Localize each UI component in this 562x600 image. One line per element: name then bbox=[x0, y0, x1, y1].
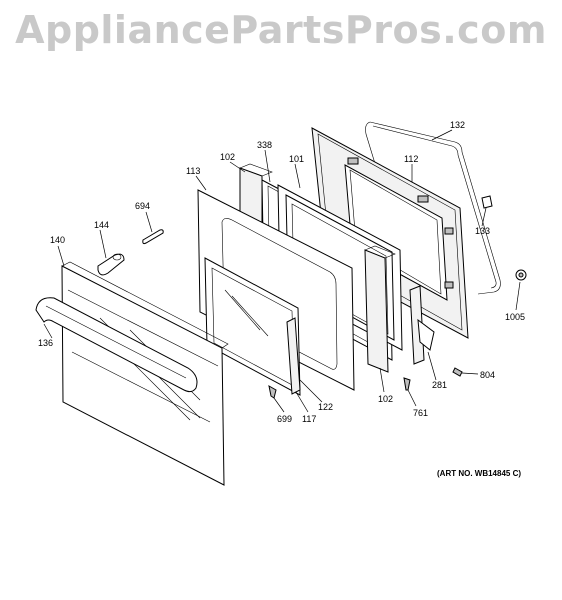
clip bbox=[417, 195, 429, 203]
label-699: 699 bbox=[277, 414, 292, 424]
watermark-logo: AppliancePartsPros.com bbox=[15, 8, 547, 52]
label-113: 113 bbox=[186, 166, 200, 176]
label-133: 133 bbox=[475, 226, 490, 236]
part-1005-stud[interactable] bbox=[515, 269, 527, 281]
label-132: 132 bbox=[450, 120, 465, 130]
label-101: 101 bbox=[289, 154, 304, 164]
label-136: 136 bbox=[38, 338, 53, 348]
leader-lines bbox=[43, 129, 521, 413]
label-112: 112 bbox=[404, 154, 418, 164]
clip bbox=[347, 157, 359, 165]
label-122: 122 bbox=[318, 402, 333, 412]
label-102a: 102 bbox=[220, 152, 235, 162]
part-112-inner-door-panel[interactable] bbox=[311, 127, 469, 339]
part-144-handle-cap[interactable] bbox=[97, 253, 125, 276]
label-694: 694 bbox=[135, 201, 150, 211]
part-699-screw[interactable] bbox=[268, 385, 277, 399]
label-117: 117 bbox=[302, 414, 316, 424]
label-102b: 102 bbox=[378, 394, 393, 404]
part-136-handle[interactable] bbox=[35, 297, 198, 393]
part-281-hinge[interactable] bbox=[409, 285, 435, 365]
part-117-hinge-bracket[interactable] bbox=[286, 317, 301, 395]
part-132-gasket[interactable] bbox=[365, 121, 501, 295]
part-122-window-glass[interactable] bbox=[204, 257, 301, 396]
part-694-pin[interactable] bbox=[142, 229, 164, 245]
label-338: 338 bbox=[257, 140, 272, 150]
label-281: 281 bbox=[432, 380, 447, 390]
label-761: 761 bbox=[413, 408, 428, 418]
art-number: (ART NO. WB14845 C) bbox=[437, 469, 521, 478]
label-804: 804 bbox=[480, 370, 495, 380]
label-144: 144 bbox=[94, 220, 109, 230]
label-140: 140 bbox=[50, 235, 65, 245]
part-133-bumper[interactable] bbox=[481, 195, 493, 209]
label-1005: 1005 bbox=[505, 312, 525, 322]
part-102-insulation-right[interactable] bbox=[364, 245, 396, 373]
part-804-screw[interactable] bbox=[452, 367, 463, 377]
clip bbox=[444, 227, 454, 235]
part-761-screw[interactable] bbox=[403, 377, 411, 391]
clip bbox=[444, 281, 454, 289]
part-labels: 132 338 102 101 112 113 694 144 140 133 … bbox=[38, 120, 525, 424]
